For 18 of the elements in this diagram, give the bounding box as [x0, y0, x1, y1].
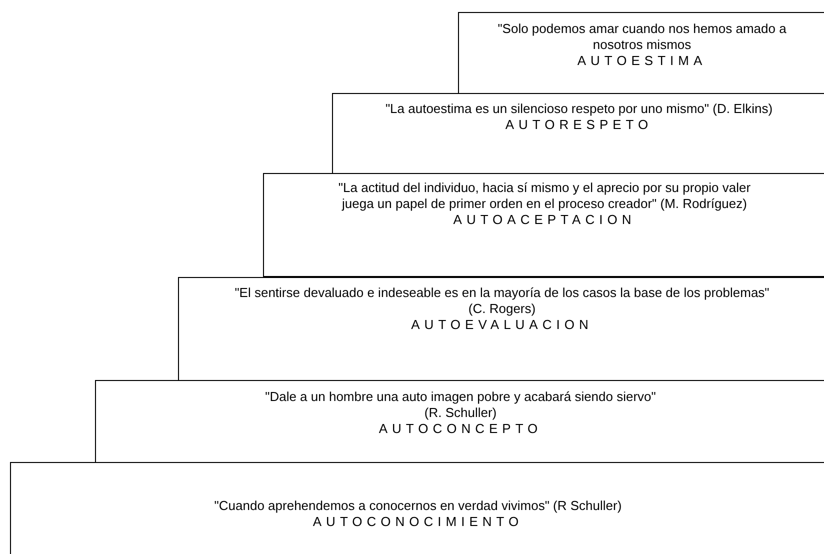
step-box: [263, 173, 824, 277]
concept-title: AUTORESPETO: [505, 117, 653, 133]
quote-text: "El sentirse devaluado e indeseable es en la mayoría de los casos la base de los problemas": [234, 285, 770, 301]
step-box: [332, 93, 824, 174]
concept-title: AUTOCONCEPTO: [378, 421, 542, 437]
concept-title: AUTOESTIMA: [577, 53, 707, 69]
attribution-text: (C. Rogers): [468, 301, 536, 317]
attribution-text: (R. Schuller): [424, 405, 497, 421]
quote-text: "Cuando aprehendemos a conocernos en verdad vivimos" (R Schuller): [214, 498, 622, 514]
quote-text: "Dale a un hombre una auto imagen pobre y acabará siendo siervo": [265, 389, 656, 405]
step-box: [178, 277, 824, 381]
concept-title: AUTOCONOCIMIENTO: [312, 514, 524, 530]
concept-title: AUTOEVALUACION: [411, 317, 593, 333]
quote-text: "La actitud del individuo, hacia sí mismo y el aprecio por su propio valer juega un papel de primer orden en el proceso creador" (M. Rodríguez): [337, 180, 752, 212]
concept-title: AUTOACEPTACION: [453, 212, 636, 228]
step-box: [458, 12, 824, 95]
quote-text: "Solo podemos amar cuando nos hemos amado a nosotros mismos: [496, 21, 788, 53]
quote-text: "La autoestima es un silencioso respeto por uno mismo" (D. Elkins): [385, 101, 773, 117]
